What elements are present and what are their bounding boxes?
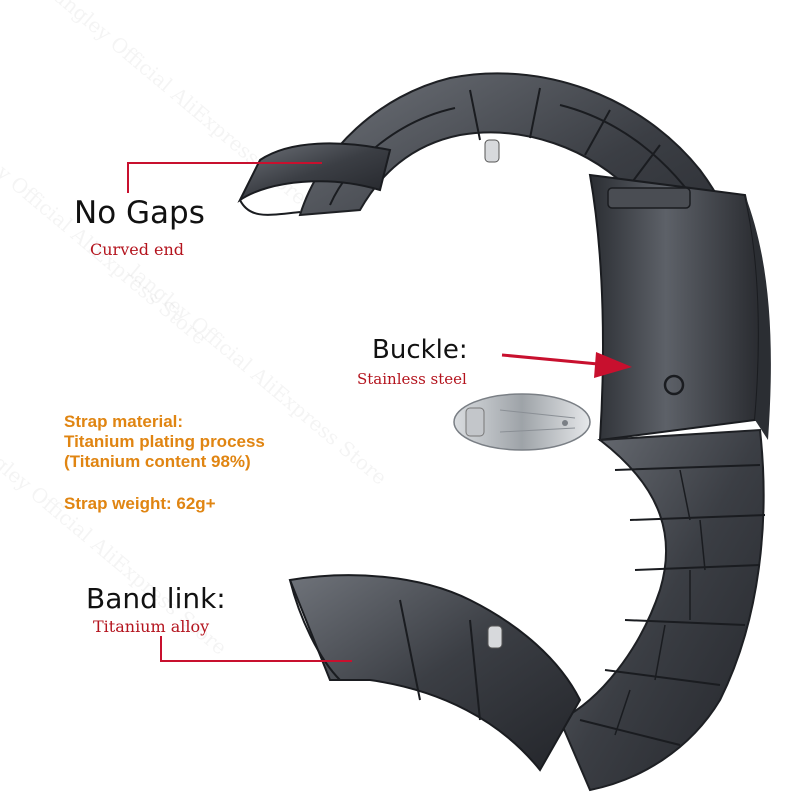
strap-material-heading: Strap material: [64, 412, 184, 431]
buckle [588, 173, 771, 442]
buckle-subtitle: Stainless steel [357, 370, 467, 388]
band-link-title: Band link: [86, 582, 226, 615]
band-link-callout-line [160, 636, 352, 662]
no-gaps-title: No Gaps [74, 195, 205, 231]
buckle-inset-image [453, 393, 591, 451]
band-link-subtitle: Titanium alloy [93, 617, 210, 636]
lower-band [288, 428, 766, 792]
strap-weight: Strap weight: 62g+ [64, 494, 216, 513]
callout-lines [127, 162, 632, 662]
no-gaps-callout-line [127, 162, 322, 193]
spring-bar-pin [484, 139, 500, 163]
strap-material-process: Titanium plating process [64, 432, 265, 451]
buckle-release-button [663, 374, 685, 396]
buckle-callout-line [501, 353, 599, 366]
no-gaps-subtitle: Curved end [90, 240, 185, 259]
buckle-title: Buckle: [372, 335, 468, 365]
strap-material-content: (Titanium content 98%) [64, 452, 251, 471]
buckle-arrow-head [594, 352, 632, 378]
spring-bar-pin [487, 625, 503, 649]
